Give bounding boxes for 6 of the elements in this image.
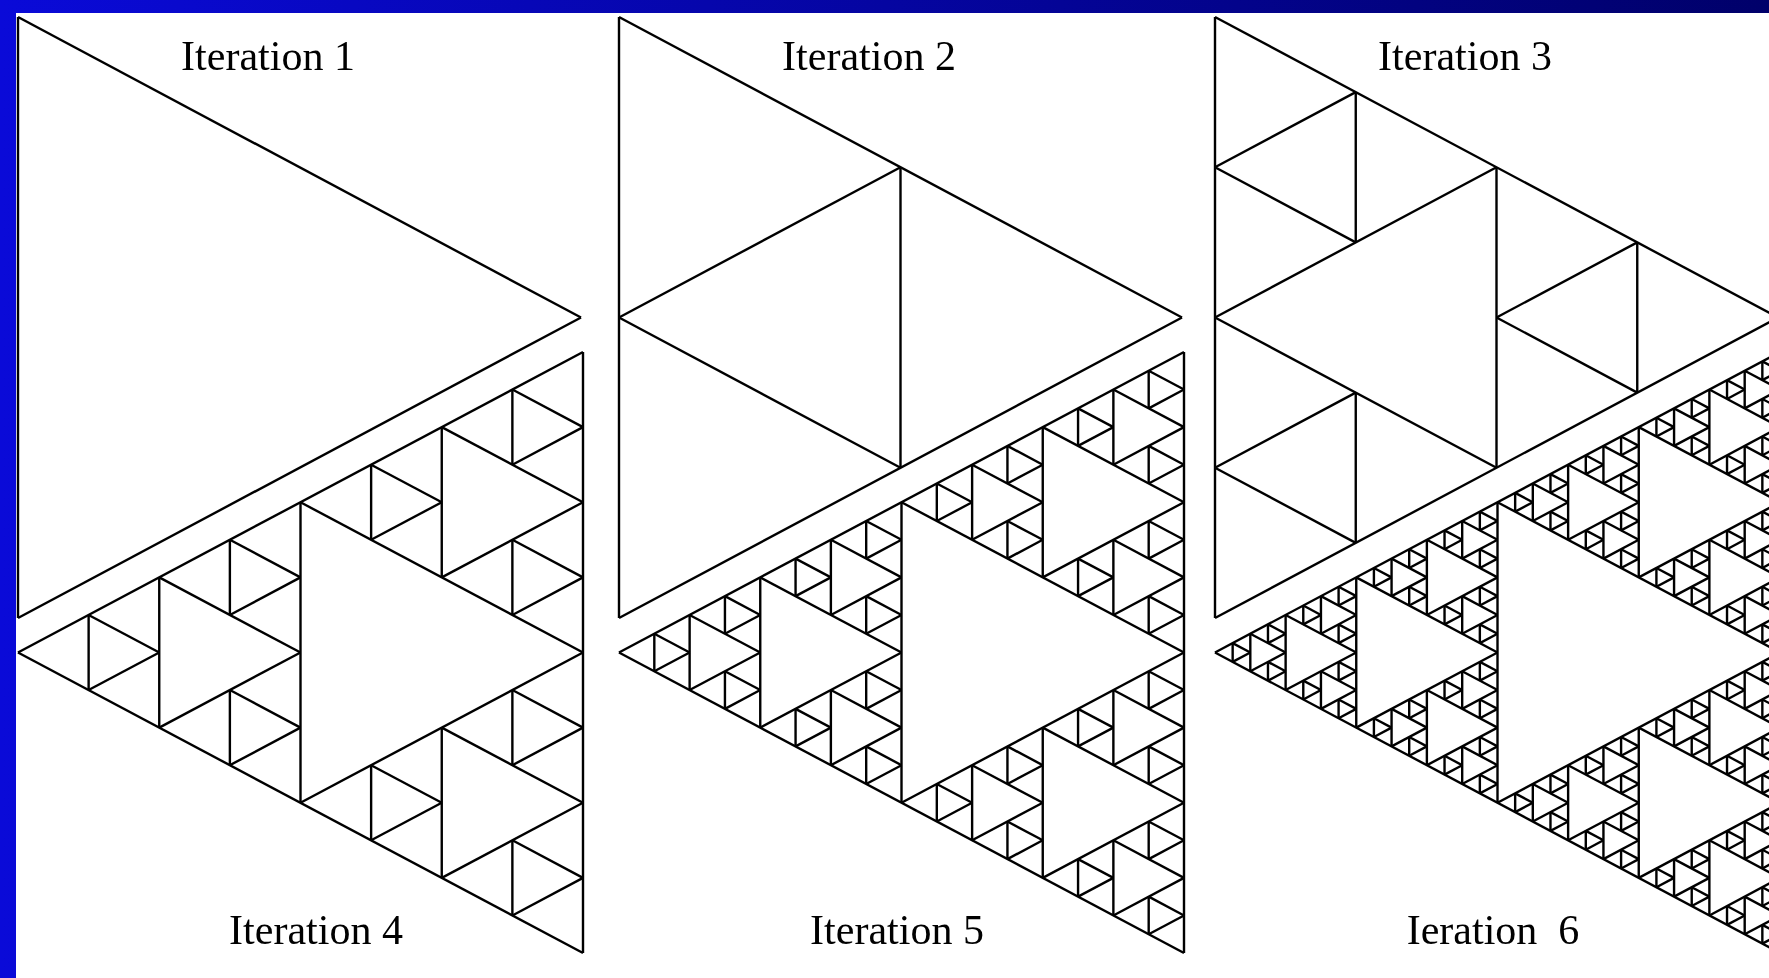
- iteration-label: Ieration 6: [1406, 909, 1580, 951]
- iteration-label: Iteration 4: [229, 909, 403, 951]
- iteration-label: Iteration 5: [810, 909, 984, 951]
- iteration-label: Iteration 3: [1378, 35, 1552, 77]
- iteration-label: Iteration 2: [782, 35, 956, 77]
- iteration-label: Iteration 1: [181, 35, 355, 77]
